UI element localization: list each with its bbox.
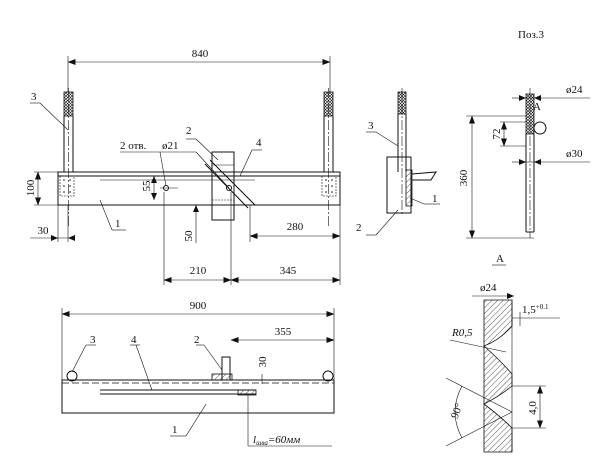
bracket-hidden bbox=[211, 199, 235, 221]
dim-360-label: 360 bbox=[458, 169, 470, 186]
leader-1 bbox=[185, 403, 207, 437]
callout-2: 2 bbox=[186, 125, 192, 137]
callout-4: 4 bbox=[256, 137, 262, 149]
front-dim-30-label: 30 bbox=[257, 356, 269, 368]
pitch-label: 1,5+0.1 bbox=[522, 303, 549, 316]
rod-base-right bbox=[321, 175, 337, 197]
dia-30-label: ø30 bbox=[566, 148, 583, 160]
dim-arrows bbox=[151, 176, 157, 200]
front-rod-left bbox=[66, 370, 78, 382]
dia-24-label: ø24 bbox=[566, 84, 583, 96]
front-view: 900 355 30 3 4 2 1 lшва=60мм bbox=[61, 300, 335, 447]
dim-900-label: 900 bbox=[190, 300, 207, 312]
front-bracket-weld bbox=[211, 373, 233, 381]
side-callout-2: 2 bbox=[356, 222, 362, 234]
front-plate bbox=[61, 379, 335, 414]
leader-1 bbox=[99, 199, 113, 231]
leader-1 bbox=[409, 197, 425, 205]
leader-holes bbox=[195, 151, 230, 189]
callout-3: 3 bbox=[31, 91, 37, 103]
angle-line bbox=[445, 377, 513, 413]
side-section bbox=[405, 169, 413, 207]
side-callout-3: 3 bbox=[368, 120, 374, 132]
leader-3 bbox=[39, 102, 69, 131]
detail-a-view: А ø24 1,5+0.1 R0,5 4,0 90° bbox=[445, 253, 560, 453]
rod-base-left bbox=[59, 175, 75, 197]
front-weld bbox=[237, 389, 257, 396]
dim-arrows bbox=[507, 293, 514, 299]
side-callout-1: 1 bbox=[432, 193, 438, 205]
hole-marker bbox=[226, 185, 232, 191]
diagonal-brace bbox=[204, 163, 249, 209]
weld-label: lшва=60мм bbox=[253, 434, 300, 447]
dim-50-label: 50 bbox=[183, 230, 195, 242]
leader-holes bbox=[159, 151, 167, 187]
leader-4 bbox=[239, 149, 253, 177]
dim-210-label: 210 bbox=[190, 265, 207, 277]
position-label: Поз.3 bbox=[518, 29, 545, 41]
leader-2 bbox=[203, 344, 223, 371]
front-callout-4: 4 bbox=[131, 334, 137, 346]
front-rod-right bbox=[322, 370, 334, 382]
dim-arrows bbox=[193, 205, 199, 212]
detail-a-circle bbox=[533, 121, 547, 135]
depth-label: 4,0 bbox=[527, 401, 539, 415]
angle-line bbox=[445, 411, 513, 447]
dim-355-label: 355 bbox=[275, 326, 292, 338]
dim-30-label: 30 bbox=[38, 225, 50, 237]
detail-dia-label: ø24 bbox=[480, 282, 497, 294]
plan-view: 840 bbox=[25, 48, 341, 285]
leader-radius bbox=[449, 339, 507, 353]
leader-2 bbox=[375, 209, 399, 236]
dim-100-label: 100 bbox=[25, 179, 37, 196]
rod-base-dots bbox=[63, 179, 333, 193]
hole-dia-label: ø21 bbox=[162, 140, 179, 152]
callout-1: 1 bbox=[115, 218, 121, 230]
front-callout-2: 2 bbox=[194, 334, 200, 346]
position-3-view: Поз.3 А ø24 ø30 72 360 bbox=[458, 29, 590, 239]
leader-2 bbox=[195, 138, 219, 161]
dim-840-label: 840 bbox=[192, 48, 209, 60]
angle-label: 90° bbox=[449, 402, 466, 421]
detail-a-title: А bbox=[496, 253, 504, 265]
front-callout-3: 3 bbox=[90, 334, 96, 346]
dim-55-label: 55 bbox=[141, 180, 153, 192]
holes-note: 2 отв. bbox=[120, 140, 147, 152]
dim-72-label: 72 bbox=[491, 129, 503, 140]
side-lug bbox=[411, 171, 437, 181]
dim-280-label: 280 bbox=[287, 221, 304, 233]
radius-label: R0,5 bbox=[451, 327, 473, 339]
leader-3 bbox=[375, 131, 399, 147]
leader-4 bbox=[135, 344, 153, 391]
leader-3 bbox=[71, 344, 87, 373]
diagonal-brace bbox=[209, 159, 256, 206]
dim-345-label: 345 bbox=[280, 265, 297, 277]
angle-arc bbox=[454, 385, 463, 439]
detail-a-ref: А bbox=[533, 101, 541, 113]
thread-profile-section bbox=[483, 299, 513, 453]
side-view: 3 1 2 bbox=[356, 88, 440, 236]
dim-arrows bbox=[51, 235, 75, 241]
front-callout-1: 1 bbox=[172, 424, 178, 436]
